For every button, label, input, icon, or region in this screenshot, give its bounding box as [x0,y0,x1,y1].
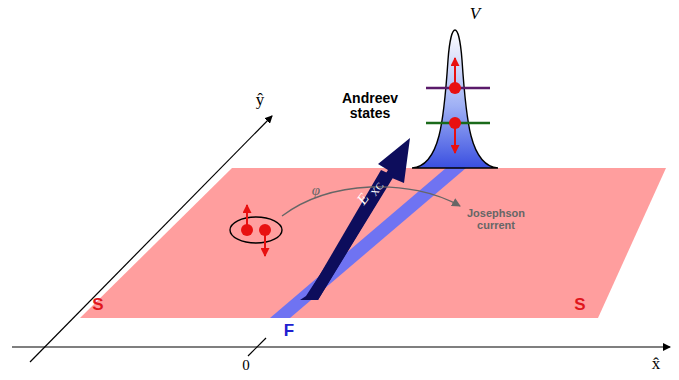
potential-label: V [470,5,480,24]
axis-label: x̂ [652,355,661,374]
states-label: Andreev states [335,91,405,122]
origin-label: 0 [242,357,250,374]
superconductor-label: S [574,296,585,315]
axis-label: ŷ [256,91,265,110]
phase-label: φ [312,182,320,199]
ferromagnet-label: F [284,322,294,341]
superconductor-label: S [92,296,103,315]
current-label: Josephson current [466,207,526,231]
